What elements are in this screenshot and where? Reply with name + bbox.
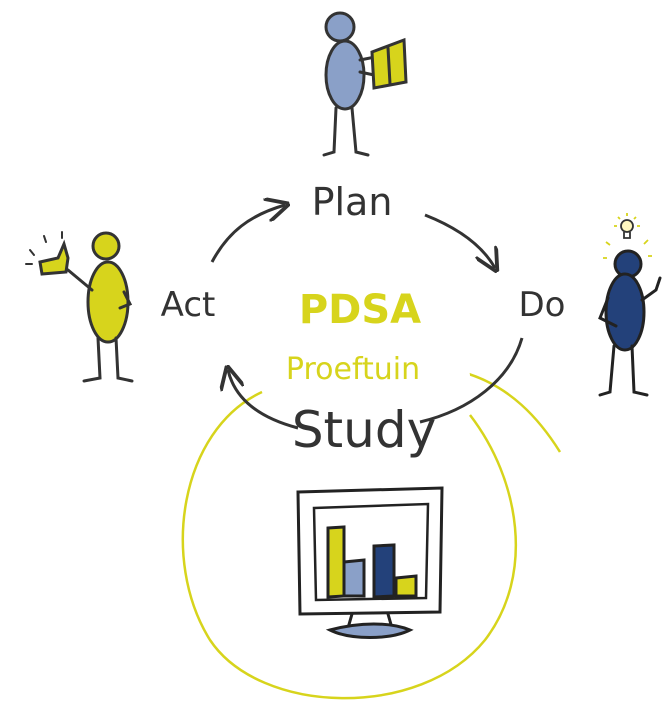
lightbulb-icon — [603, 213, 652, 259]
monitor-chart-icon — [296, 486, 444, 639]
step-label-plan: Plan — [312, 180, 393, 224]
thumbs-up-person-icon — [25, 231, 134, 383]
yellow-loop-tail — [461, 370, 562, 453]
idea-person-icon — [598, 249, 662, 397]
arrow-plan-to-do — [424, 213, 495, 268]
arrow-act-to-plan — [210, 205, 285, 263]
proeftuin-cloud — [260, 336, 470, 416]
step-label-act: Act — [161, 285, 216, 325]
center-subtitle: Proeftuin — [286, 352, 420, 387]
step-label-study: Study — [292, 401, 436, 459]
reading-person-icon — [322, 11, 408, 157]
arrow-do-to-study — [419, 337, 524, 424]
arrow-study-to-act — [228, 370, 299, 430]
center-title: PDSA — [299, 287, 421, 333]
step-label-do: Do — [519, 285, 566, 325]
yellow-loop — [181, 390, 518, 700]
